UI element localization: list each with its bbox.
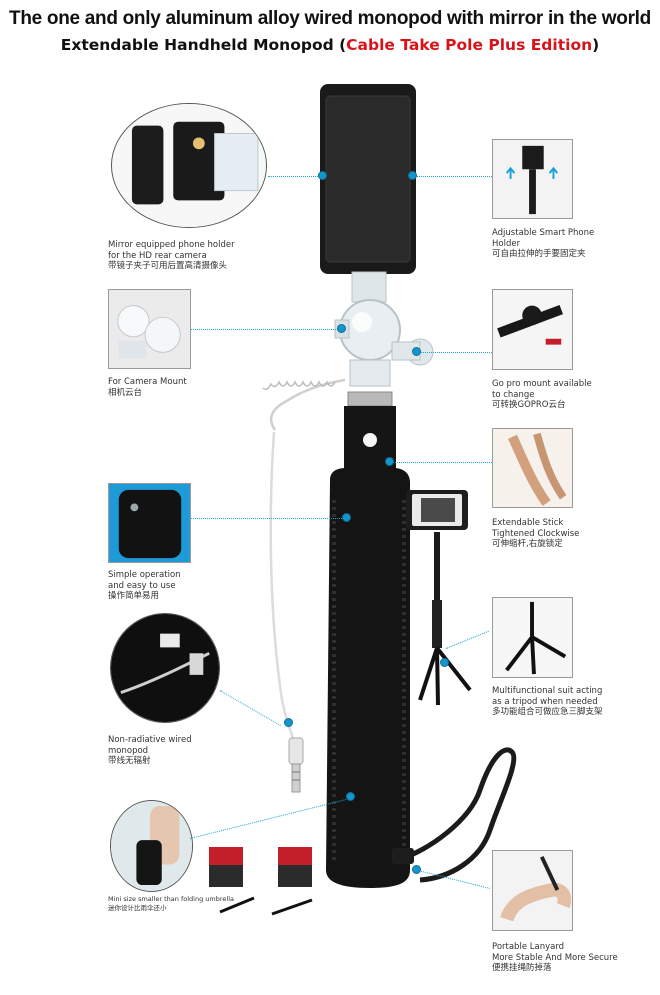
caption-mini-size-cn: 迷你设计比雨伞还小 <box>108 903 167 912</box>
caption-gopro-mount-en: Go pro mount available to change <box>492 379 592 400</box>
subtitle-highlight: Cable Take Pole Plus Edition <box>346 36 593 54</box>
wired-monopod-image <box>111 614 219 722</box>
marker-right-4 <box>440 658 449 667</box>
lanyard <box>397 747 517 883</box>
thumb-pocket-2 <box>272 845 317 889</box>
extendable-stick-image <box>493 429 572 507</box>
caption-adjustable-holder-cn: 可自由拉伸的手要固定夹 <box>492 249 586 259</box>
marker-left-5 <box>346 792 355 801</box>
caption-mirror-holder-cn: 带镜子夹子可用后置高清摄像头 <box>108 261 228 271</box>
adjustable-holder-image <box>493 140 572 218</box>
tripod-image <box>493 598 572 677</box>
caption-extendable-stick: Extendable Stick Tightened Clockwise 可伸缩… <box>492 518 642 550</box>
caption-mini-size-en: Mini size smaller than folding umbrella <box>108 895 234 903</box>
caption-adjustable-holder: Adjustable Smart Phone Holder 可自由拉伸的手要固定… <box>492 228 642 260</box>
connector-right-2 <box>418 352 492 353</box>
thumb-mini-size <box>110 800 193 892</box>
connector-left-1 <box>268 176 322 177</box>
thumb-camera-mount <box>108 289 191 369</box>
marker-left-3 <box>342 513 351 522</box>
shutter-button <box>363 433 377 447</box>
caption-gopro-mount: Go pro mount available to change 可转换GOPR… <box>492 379 642 411</box>
folded-monopods-icon <box>219 896 313 916</box>
thumb-mirror-holder <box>111 103 267 228</box>
page-title: The one and only aluminum alloy wired mo… <box>9 8 651 29</box>
lanyard-image <box>493 851 572 930</box>
thumb-adjustable-holder <box>492 139 573 219</box>
thumb-wired-monopod <box>110 613 220 723</box>
marker-right-1 <box>408 171 417 180</box>
marker-right-3 <box>385 457 394 466</box>
coiled-cable <box>269 378 346 431</box>
caption-tripod: Multifunctional suit acting as a tripod … <box>492 686 652 718</box>
mini-tripod-legs <box>418 646 472 706</box>
thumb-pocket-1 <box>203 845 248 889</box>
pocket-image-2 <box>278 847 312 887</box>
subtitle-suffix: ) <box>592 36 600 54</box>
connector-right-3 <box>392 462 492 463</box>
pocket-image-1 <box>209 847 243 887</box>
straight-cable <box>269 431 298 751</box>
caption-lanyard: Portable Lanyard More Stable And More Se… <box>492 942 652 974</box>
subtitle-prefix: Extendable Handheld Monopod ( <box>60 36 347 54</box>
camera-mount-image <box>109 290 190 368</box>
thumb-gopro-mount <box>492 289 573 370</box>
caption-simple-operation-en: Simple operation and easy to use <box>108 570 181 591</box>
caption-wired-monopod: Non-radiative wired monopod 带线无辐射 <box>108 735 258 767</box>
marker-right-2 <box>412 347 421 356</box>
mirror-holder-image <box>112 104 266 227</box>
pole-collar <box>347 391 393 407</box>
thumb-simple-operation <box>108 483 191 563</box>
marker-left-4 <box>284 718 293 727</box>
caption-wired-monopod-cn: 带线无辐射 <box>108 756 151 766</box>
caption-gopro-mount-cn: 可转换GOPRO云台 <box>492 400 566 410</box>
page-subtitle: Extendable Handheld Monopod (Cable Take … <box>0 36 660 54</box>
caption-adjustable-holder-en: Adjustable Smart Phone Holder <box>492 228 595 249</box>
caption-tripod-cn: 多功能组合可做应急三脚支架 <box>492 707 603 717</box>
caption-tripod-en: Multifunctional suit acting as a tripod … <box>492 686 603 707</box>
mini-size-image <box>111 801 192 891</box>
caption-wired-monopod-en: Non-radiative wired monopod <box>108 735 192 756</box>
thumb-tripod <box>492 597 573 678</box>
marker-left-1 <box>318 171 327 180</box>
coil-loops <box>262 380 336 391</box>
caption-extendable-stick-en: Extendable Stick Tightened Clockwise <box>492 518 580 539</box>
ball-head-stem <box>351 271 387 303</box>
connector-right-1 <box>414 176 492 177</box>
marker-right-5 <box>412 865 421 874</box>
audio-jack-plug <box>291 763 301 793</box>
connector-left-2 <box>191 329 340 330</box>
thumb-lanyard <box>492 850 573 931</box>
caption-lanyard-en: Portable Lanyard More Stable And More Se… <box>492 942 618 963</box>
caption-camera-mount-en: For Camera Mount <box>108 377 187 387</box>
mini-pole <box>434 532 440 642</box>
caption-mirror-holder: Mirror equipped phone holder for the HD … <box>108 240 258 272</box>
simple-operation-image <box>109 484 190 562</box>
connector-left-3 <box>191 518 346 519</box>
caption-mini-size: Mini size smaller than folding umbrella … <box>108 895 248 912</box>
gopro-mount-image <box>493 290 572 369</box>
caption-mirror-holder-en: Mirror equipped phone holder for the HD … <box>108 240 235 261</box>
caption-camera-mount-cn: 相机云台 <box>108 387 143 398</box>
caption-simple-operation: Simple operation and easy to use 操作简单易用 <box>108 570 258 602</box>
thumb-extendable-stick <box>492 428 573 508</box>
caption-extendable-stick-cn: 可伸缩杆,右旋锁定 <box>492 539 563 549</box>
marker-left-2 <box>337 324 346 333</box>
caption-camera-mount: For Camera Mount 相机云台 <box>108 377 258 398</box>
caption-simple-operation-cn: 操作简单易用 <box>108 591 160 601</box>
audio-jack-body <box>288 737 304 765</box>
handle-grip <box>326 468 410 888</box>
caption-lanyard-cn: 便携挂绳防掉落 <box>492 963 552 973</box>
